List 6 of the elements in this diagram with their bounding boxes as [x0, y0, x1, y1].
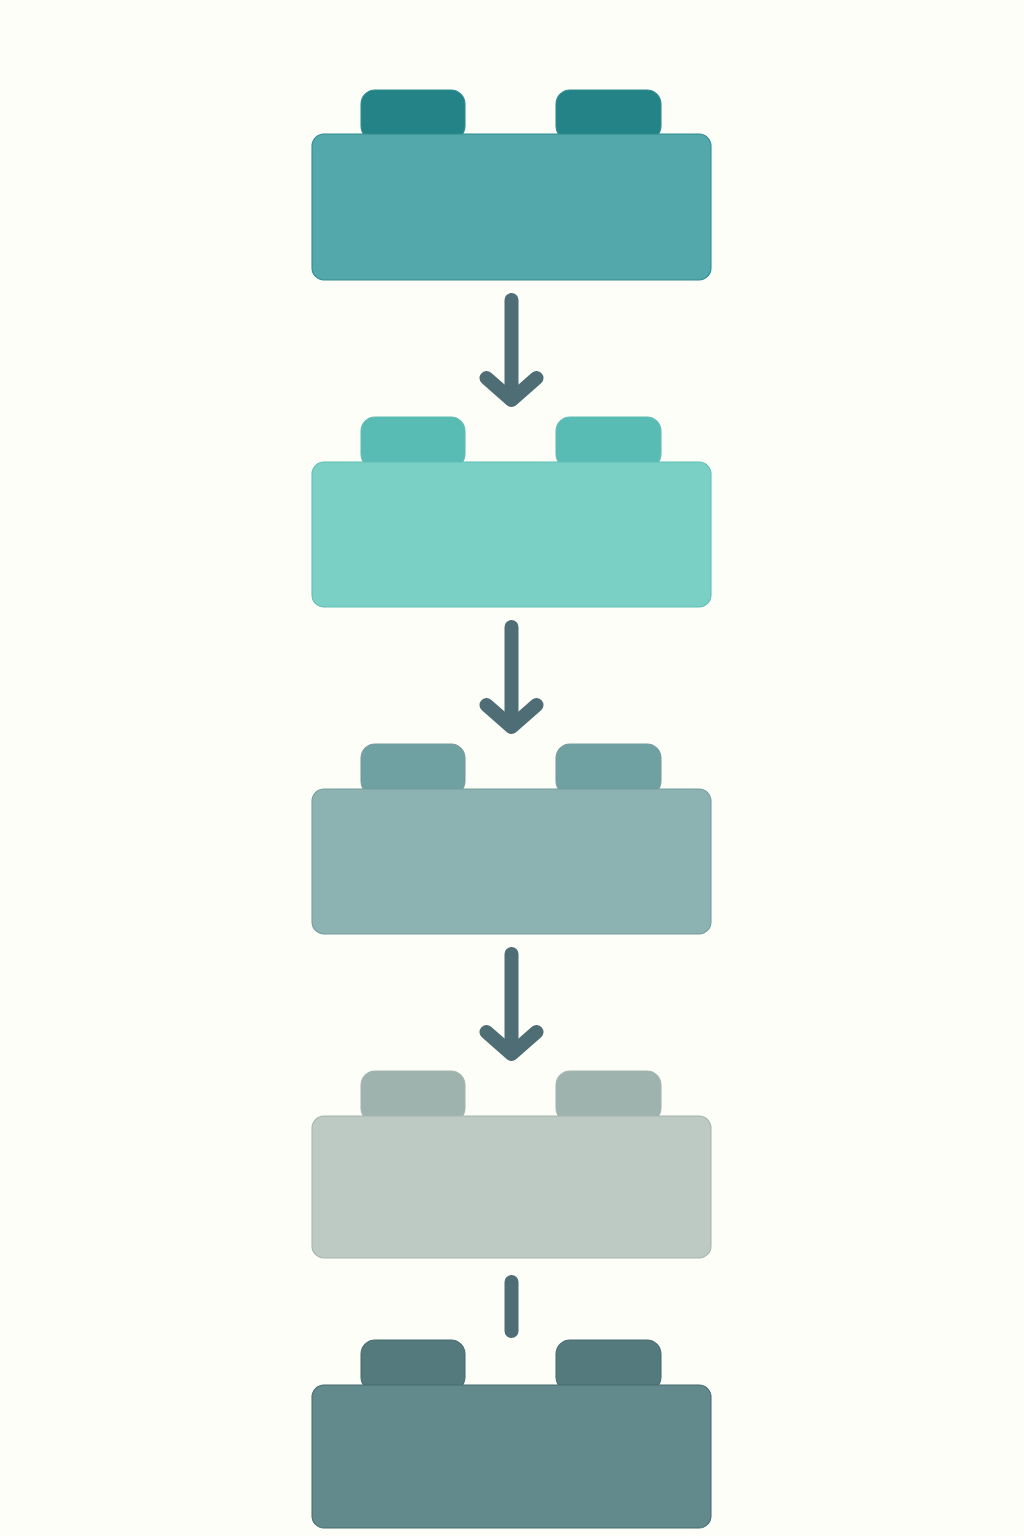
- brick: [311, 416, 712, 608]
- brick: [311, 1070, 712, 1259]
- brick: [311, 1339, 712, 1529]
- brick: [311, 89, 712, 281]
- connector-line: [504, 1275, 519, 1338]
- brick: [311, 743, 712, 935]
